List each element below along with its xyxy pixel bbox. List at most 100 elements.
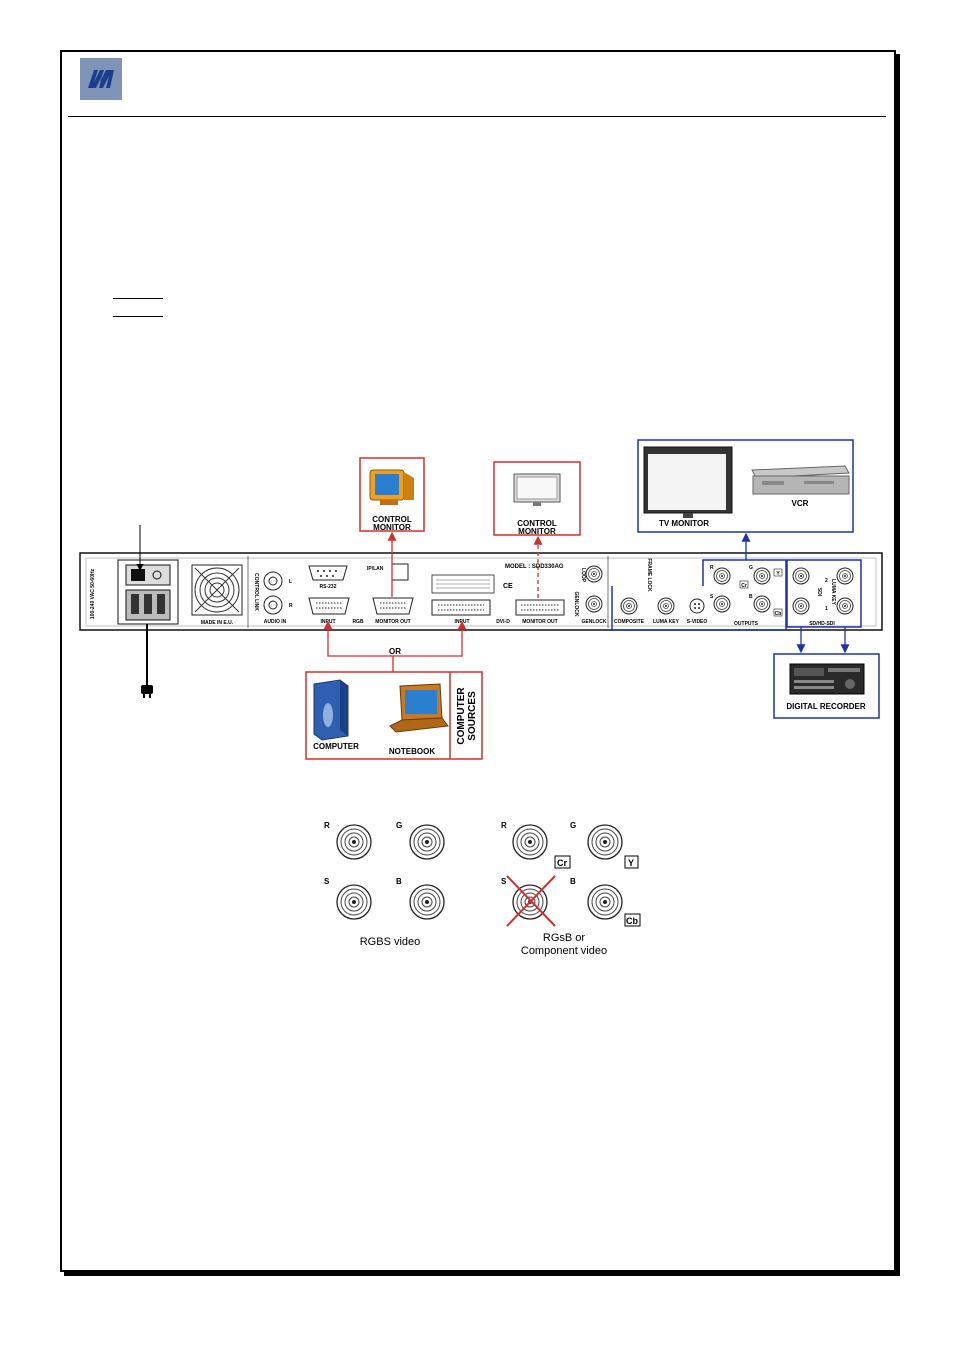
loop-label: LOOP <box>580 568 586 583</box>
left-r-label: R <box>324 821 330 830</box>
dvi-monitor-out-label: MONITOR OUT <box>522 619 557 625</box>
digital-recorder-box: DIGITAL RECORDER <box>773 653 880 719</box>
rs232-label: RS-232 <box>320 584 337 590</box>
computer-sources-box: COMPUTER NOTEBOOK COMPUTER SOURCES <box>305 671 483 760</box>
bnc-connector-icon <box>336 884 372 920</box>
header-rule <box>68 116 886 117</box>
rs232-port <box>308 565 348 581</box>
audio-l-label: L <box>289 579 292 585</box>
component-caption-line2: Component video <box>521 945 607 957</box>
outputs-group-outline <box>611 559 787 631</box>
out-cb-label: Cb <box>775 611 782 617</box>
vcr-icon <box>751 465 850 495</box>
dvi-monitor-out-port <box>515 599 565 616</box>
right-s-label: S <box>501 877 507 886</box>
luma-key-sdi-label: LUMA KEY <box>830 579 836 606</box>
control-monitor-1: CONTROL MONITOR <box>359 457 425 532</box>
control-monitor-1-line1: CONTROL <box>372 515 412 524</box>
dvi-d-label: DVI-D <box>496 619 510 625</box>
made-in-label: MADE IN E.U. <box>201 620 234 626</box>
right-cr-label: Cr <box>557 858 567 868</box>
or-label: OR <box>389 647 401 656</box>
out-r-label: R <box>710 565 714 571</box>
luma-key-connector <box>657 597 675 615</box>
control-monitor-2-line1: CONTROL <box>517 519 557 528</box>
left-b-label: B <box>396 877 402 886</box>
s-video-connector <box>689 598 705 614</box>
component-caption-line1: RGsB or <box>543 932 586 944</box>
right-r-label: R <box>501 821 507 830</box>
right-y-label: Y <box>628 858 634 868</box>
composite-connector <box>620 597 638 615</box>
digital-recorder-label: DIGITAL RECORDER <box>786 702 865 711</box>
lan-port <box>391 563 409 581</box>
sdi-group-outline <box>786 559 862 628</box>
page-frame <box>60 50 896 1272</box>
outputs-label: OUTPUTS <box>734 621 759 627</box>
fan-grille <box>191 564 243 616</box>
bnc-connector-icon <box>336 824 372 860</box>
right-cb-label: Cb <box>626 916 638 926</box>
crt-monitor-icon <box>369 469 414 505</box>
rgb-monitor-out-port <box>372 597 414 615</box>
out-cr-label: Cr <box>741 583 747 589</box>
out-b-label: B <box>749 594 753 600</box>
control-monitor-2-line2: MONITOR <box>518 527 556 536</box>
bnc-connector-icon <box>587 824 623 860</box>
out-g-label: G <box>749 565 753 571</box>
power-module <box>117 559 179 625</box>
rgb-monitor-out-label: MONITOR OUT <box>375 619 410 625</box>
bnc-connector-icon <box>587 884 623 920</box>
computer-sources-line1: COMPUTER <box>456 687 467 745</box>
dvi-input-port <box>431 599 491 616</box>
genlock-top-label: GENLOCK <box>573 592 579 617</box>
power-rating: 100-240 VAC 50-60Hz <box>90 568 96 619</box>
vcr-label: VCR <box>792 499 809 508</box>
notebook-label: NOTEBOOK <box>389 747 435 756</box>
component-connector-group: R G S B Cr Y Cb RGsB or Component video <box>501 821 641 957</box>
genlock-label: GENLOCK <box>582 619 607 625</box>
tv-monitor-label: TV MONITOR <box>659 519 709 528</box>
control-link-label: CONTROL LINK <box>253 573 259 611</box>
digital-recorder-icon <box>789 663 865 695</box>
right-b-label: B <box>570 877 576 886</box>
flat-monitor-icon <box>513 473 561 506</box>
tower-computer-icon <box>313 679 349 741</box>
out-s-label: S <box>710 594 714 600</box>
rear-panel: 100-240 VAC 50-60Hz MADE IN E.U. CONTROL… <box>79 552 883 631</box>
rgbs-connector-group: R G S B RGBS video <box>324 821 445 948</box>
sdi-2-label: 2 <box>825 578 828 584</box>
computer-label: COMPUTER <box>313 742 359 751</box>
out-y-label: Y <box>776 571 780 577</box>
tv-vcr-box: TV MONITOR VCR <box>637 439 854 533</box>
audio-in-jacks <box>263 571 283 615</box>
bnc-connector-icon <box>409 824 445 860</box>
model-label: MODEL : SDD330AG <box>505 564 564 570</box>
luma-key-label: LUMA KEY <box>653 619 680 625</box>
sdi-out-label: SDI <box>816 588 822 597</box>
left-g-label: G <box>396 821 402 830</box>
left-s-label: S <box>324 877 330 886</box>
control-monitor-1-line2: MONITOR <box>373 523 411 532</box>
frame-lock-label: FRAME LOCK <box>646 558 652 592</box>
source-to-rgb-line <box>323 620 394 672</box>
ce-mark: CE <box>503 583 513 590</box>
underline-bottom <box>113 316 163 317</box>
sdi-1-label: 1 <box>825 606 828 612</box>
audio-r-label: R <box>289 603 293 609</box>
audio-in-label: AUDIO IN <box>264 619 287 625</box>
computer-sources-line2: SOURCES <box>467 691 478 741</box>
ip-lan-label: IP/LAN <box>367 566 384 572</box>
bnc-connector-icon <box>409 884 445 920</box>
power-plug-icon <box>141 685 153 698</box>
composite-label: COMPOSITE <box>614 619 645 625</box>
rgb-input-port <box>308 597 350 615</box>
notebook-icon <box>389 683 449 733</box>
sdi-label: SD/HD-SDI <box>809 621 835 627</box>
source-to-dvi-line <box>393 620 467 657</box>
s-video-label: S-VIDEO <box>687 619 708 625</box>
underline-top <box>113 298 163 299</box>
rgbs-caption: RGBS video <box>360 936 421 948</box>
bnc-connector-icon <box>512 824 548 860</box>
